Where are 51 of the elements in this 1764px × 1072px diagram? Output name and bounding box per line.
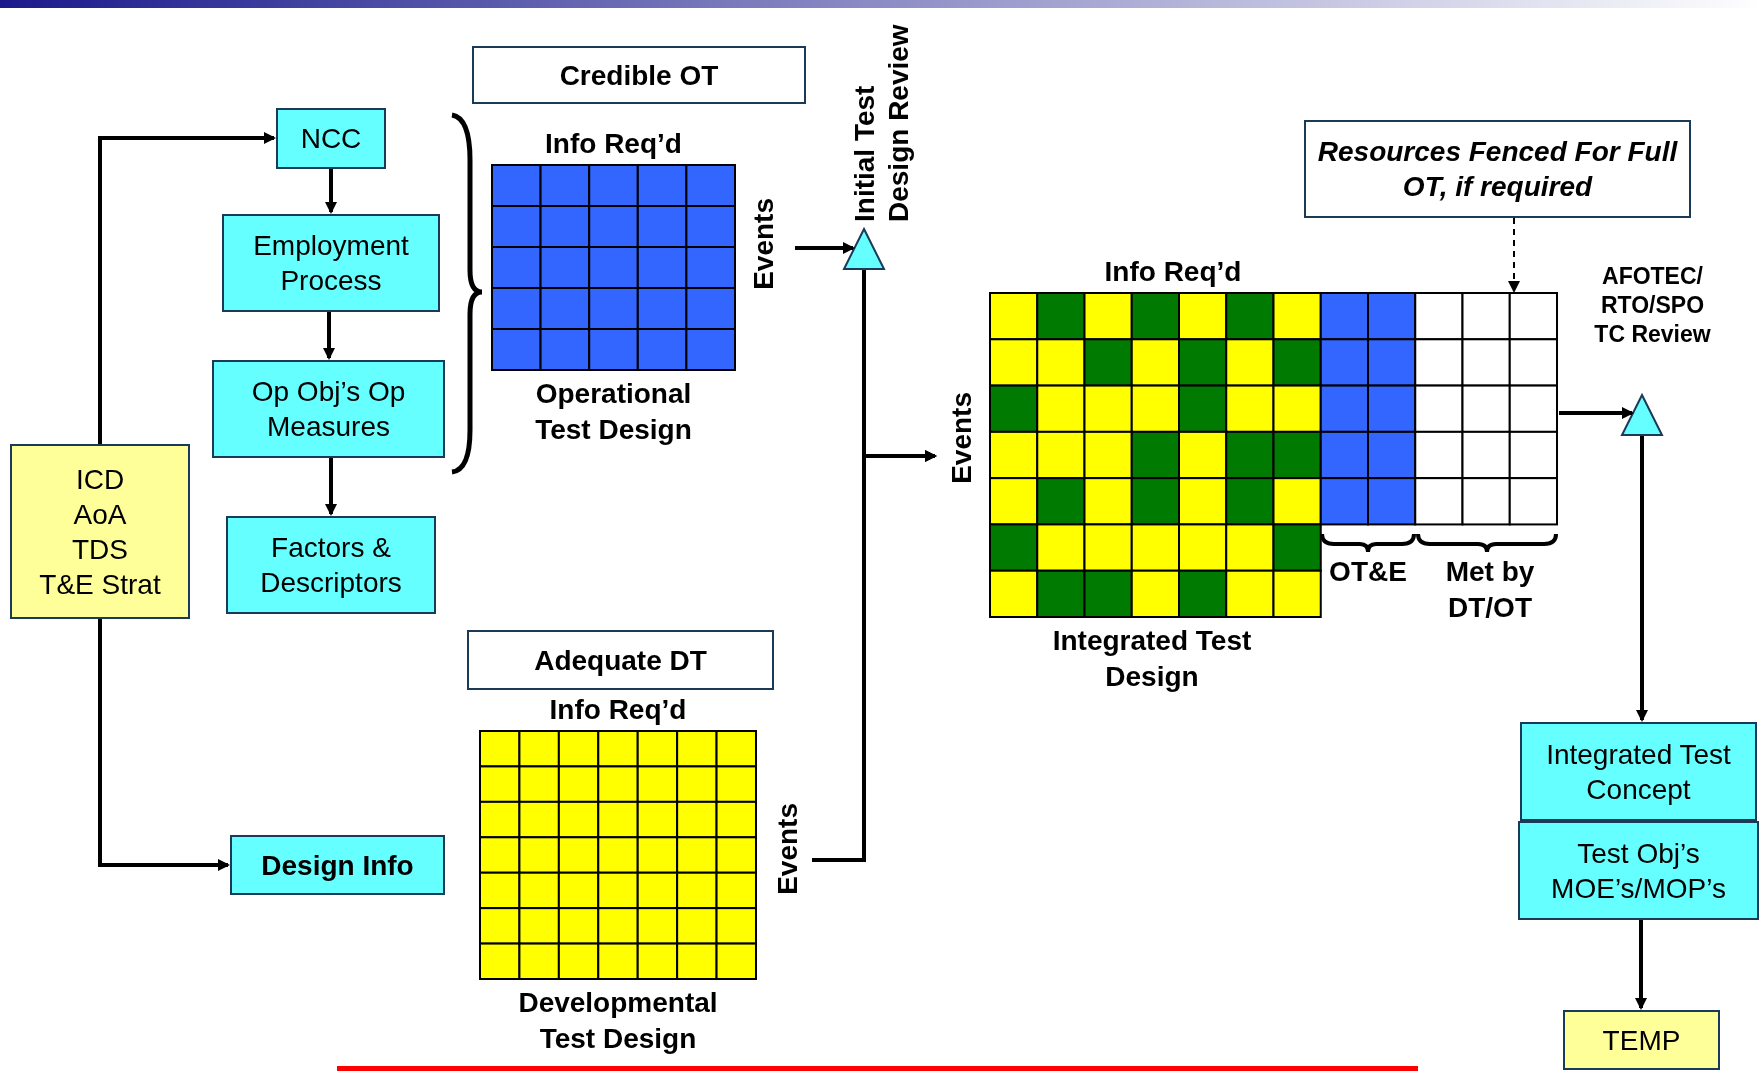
arrow — [795, 242, 855, 254]
bracket-label: OT&E — [1328, 555, 1408, 589]
arrow — [1636, 436, 1648, 722]
grid-heading: Info Req’d — [548, 693, 688, 727]
box-label: Test Obj’s MOE’s/MOP’s — [1550, 836, 1727, 906]
arrow — [98, 132, 276, 444]
review-label: Initial Test Design Review — [848, 23, 915, 222]
process-box — [1518, 821, 1759, 920]
box-label: Credible OT — [559, 58, 719, 93]
box-label: Factors & Descriptors — [259, 531, 403, 600]
axis-label: Events — [772, 803, 804, 895]
title-box — [472, 46, 806, 104]
process-box — [10, 444, 190, 619]
review-label: AFOTEC/ RTO/SPO TC Review — [1593, 262, 1712, 349]
arrow — [98, 619, 230, 871]
bracket-label: Met by DT/OT — [1444, 555, 1536, 625]
box-label: Resources Fenced For Full OT, if required — [1316, 135, 1679, 204]
box-label: Employment Process — [252, 229, 410, 298]
box-label: NCC — [300, 122, 362, 156]
process-box — [226, 516, 436, 614]
box-label: ICD — [75, 462, 125, 497]
grid-heading: Info Req’d — [1103, 255, 1243, 289]
axis-label: Events — [946, 392, 978, 484]
arrow — [1635, 920, 1647, 1010]
note-box — [1304, 120, 1691, 218]
box-label: Op Obj’s Op Measures — [250, 375, 407, 444]
process-box — [222, 214, 440, 312]
grid-caption: Integrated Test Design — [1051, 624, 1253, 694]
process-box — [1520, 722, 1757, 821]
axis-label: Events — [748, 198, 780, 290]
arrow — [1559, 407, 1634, 419]
process-box — [212, 360, 445, 458]
box-label: AoA — [73, 497, 127, 532]
process-box — [1563, 1010, 1720, 1070]
box-label: TEMP — [1602, 1023, 1681, 1058]
arrow — [325, 169, 337, 214]
title-box — [467, 630, 774, 690]
box-label: Integrated Test Concept — [1545, 737, 1732, 807]
grid-caption: Developmental Test Design — [517, 986, 719, 1056]
process-box — [230, 835, 445, 895]
box-label: T&E Strat — [39, 567, 161, 602]
grid-heading: Info Req’d — [544, 127, 683, 161]
process-box — [276, 108, 386, 169]
arrow — [325, 458, 337, 516]
arrow — [812, 450, 937, 862]
box-label: Adequate DT — [534, 643, 707, 678]
grid-caption: Operational Test Design — [534, 377, 693, 447]
arrow — [323, 312, 335, 360]
box-label: Design Info — [261, 848, 414, 883]
dashed-arrow — [1508, 217, 1520, 293]
box-label: TDS — [72, 532, 128, 567]
